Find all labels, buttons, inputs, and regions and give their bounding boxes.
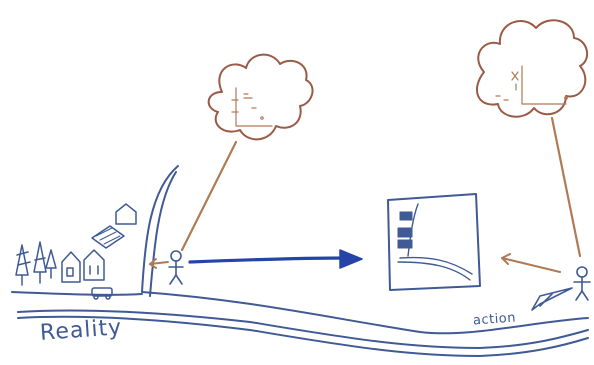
thought-cloud-icon xyxy=(207,53,314,141)
tree-icon xyxy=(45,249,57,279)
model-frame-icon xyxy=(387,193,481,291)
ground-line-lower xyxy=(17,315,589,357)
cloud-connector-right xyxy=(550,116,582,258)
reality-scene xyxy=(15,203,137,300)
thought-cloud-icon xyxy=(476,19,589,118)
model-observation-arrow xyxy=(501,253,561,273)
mapping-arrow xyxy=(188,249,363,269)
action-arrow xyxy=(531,287,573,311)
house-icon xyxy=(61,251,81,283)
reality-boundary-lines xyxy=(11,165,589,357)
river-bank-lower xyxy=(149,171,177,297)
cloud-connector-left xyxy=(180,140,238,252)
solar-panel-house-icon xyxy=(91,225,125,249)
thought-cloud-right xyxy=(476,19,589,258)
left-ground-line xyxy=(11,291,143,296)
car-icon xyxy=(91,287,113,300)
observer-right-stick-figure-icon xyxy=(573,266,591,301)
thought-cloud-left xyxy=(180,53,314,252)
perception-arrow xyxy=(149,258,169,269)
ground-line-upper xyxy=(17,309,589,349)
building-icon xyxy=(115,203,137,225)
river-bank-upper xyxy=(141,165,589,335)
mini-axes xyxy=(495,65,568,105)
tree-icon xyxy=(15,244,31,286)
mini-axes xyxy=(231,87,273,127)
tree-icon xyxy=(33,241,47,284)
house-icon xyxy=(83,249,105,281)
action-label: action xyxy=(472,310,517,329)
observer-left-stick-figure-icon xyxy=(168,250,184,285)
